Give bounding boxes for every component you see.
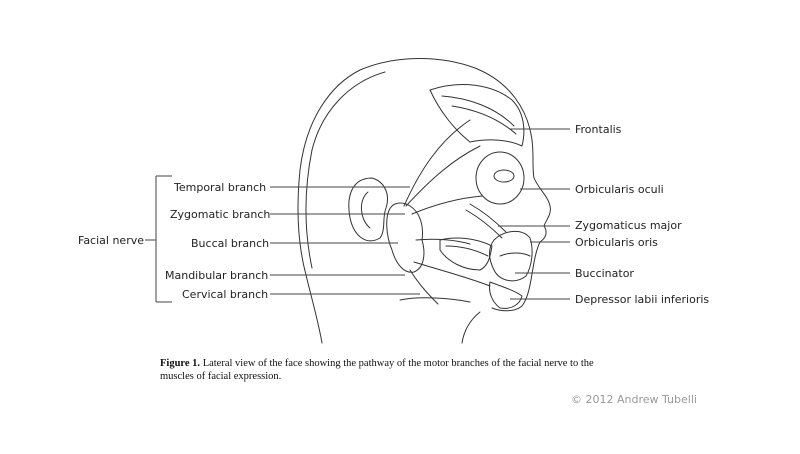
zygomaticus-major-label: Zygomaticus major	[575, 219, 682, 232]
zygomatic-nerve-path	[411, 195, 483, 215]
frontalis-label: Frontalis	[575, 123, 622, 136]
buccal-branch-label: Buccal branch	[191, 237, 270, 250]
depressor-labii-label: Depressor labii inferioris	[575, 293, 710, 306]
orbicularis-oris-muscle	[489, 231, 533, 282]
head-outline	[297, 58, 551, 344]
zygomaticus-major-muscle	[469, 203, 507, 233]
neck-contour	[399, 297, 471, 303]
buccinator-label: Buccinator	[575, 267, 634, 280]
facial-nerve-label: Facial nerve	[78, 234, 144, 247]
cervical-nerve-path	[409, 269, 439, 305]
facial-nerve-bracket	[145, 175, 172, 303]
buccinator-muscle	[439, 237, 493, 271]
temporal-branch-label: Temporal branch	[174, 181, 267, 194]
cervical-branch-label: Cervical branch	[182, 288, 269, 301]
branch-leader-lines	[270, 186, 420, 295]
depressor-labii-muscle	[489, 281, 523, 309]
neck-front	[461, 311, 481, 344]
caption-prefix: Figure 1.	[160, 358, 201, 369]
mandibular-branch-label: Mandibular branch	[165, 269, 269, 282]
skull-inner-line	[305, 71, 386, 269]
temporal-nerve-path	[403, 119, 471, 207]
mandibular-nerve-path	[413, 261, 491, 287]
orbicularis-oculi-label: Orbicularis oculi	[575, 183, 664, 196]
orbicularis-oculi-muscle	[475, 151, 525, 205]
zygomatic-branch-label: Zygomatic branch	[170, 208, 271, 221]
caption-text: Lateral view of the face showing the pat…	[160, 358, 594, 382]
parotid-gland	[386, 202, 425, 273]
figure-caption: Figure 1. Lateral view of the face showi…	[160, 357, 630, 383]
ear	[348, 177, 388, 242]
ear-inner	[361, 191, 371, 229]
muscle-leader-lines	[498, 128, 570, 300]
frontalis-muscle	[429, 84, 525, 147]
buccal-nerve-path	[415, 238, 471, 245]
orbicularis-oris-label: Orbicularis oris	[575, 236, 658, 249]
copyright-notice: © 2012 Andrew Tubelli	[571, 393, 697, 406]
